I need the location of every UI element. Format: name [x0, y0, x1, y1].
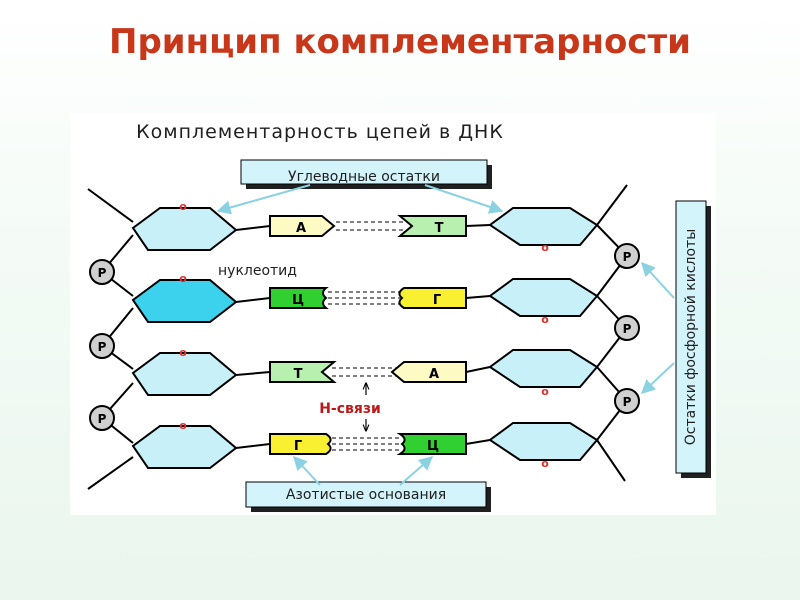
base-pair-4-left: Г	[294, 439, 302, 454]
phosphate-left-1-label: P	[98, 266, 107, 280]
base-pair-4: Г Ц	[269, 433, 467, 455]
base-pair-4-right: Ц	[427, 439, 439, 454]
base-pair-3-left: Т	[294, 367, 303, 382]
phosphate-right-1: P	[614, 243, 640, 269]
left-sugar-2-oxygen: o	[179, 272, 187, 285]
base-pair-1-left: А	[296, 221, 306, 236]
left-sugar-4-oxygen: o	[179, 419, 187, 432]
base-pair-2-left-block: Ц	[269, 287, 329, 309]
phosphate-right-1-label: P	[623, 250, 632, 264]
right-sugar-1	[488, 207, 599, 246]
bases-label-box: Азотистые основания	[245, 481, 491, 512]
sugars-label-box: Углеводные остатки	[240, 159, 492, 189]
dna-diagram-svg: Комплементарность цепей в ДНК	[87, 121, 711, 512]
phosphates-label-box: Остатки фосфорной кислоты	[675, 200, 711, 478]
phosphate-right-2: P	[614, 315, 640, 341]
glycosidic-bonds	[235, 224, 491, 449]
base-pair-1-right: Т	[435, 221, 444, 236]
phosphate-left-3: P	[89, 405, 115, 431]
phosphates-label: Остатки фосфорной кислоты	[683, 229, 699, 446]
left-sugar-3	[131, 352, 238, 396]
right-sugar-4-oxygen: o	[541, 457, 549, 470]
h-bonds-indicator: Н-связи	[319, 383, 381, 431]
base-pair-2-left: Ц	[292, 293, 304, 308]
base-pair-1-bonds	[336, 221, 404, 231]
left-sugar-1-oxygen: o	[179, 200, 187, 213]
right-sugar-4	[488, 422, 599, 461]
right-sugar-2	[488, 278, 599, 317]
right-sugar-1-oxygen: o	[541, 241, 549, 254]
phosphate-left-1: P	[89, 259, 115, 285]
base-pair-2: Ц Г	[269, 287, 467, 309]
right-sugar-2-oxygen: o	[541, 313, 549, 326]
diagram-heading: Комплементарность цепей в ДНК	[136, 121, 504, 143]
bases-label: Азотистые основания	[286, 487, 446, 503]
phosphate-groups: P P P P P P	[89, 243, 640, 431]
slide-title: Принцип комплементарности	[108, 22, 691, 62]
left-sugar-1	[131, 207, 238, 251]
base-pair-1-left-block: А	[269, 215, 336, 237]
sugars-label-arrows	[216, 184, 504, 215]
left-sugar-2	[131, 279, 238, 323]
base-pair-3-right-block: А	[390, 361, 467, 383]
base-pair-1: А Т	[269, 215, 467, 237]
base-pair-2-bonds	[328, 291, 400, 305]
dna-complementarity-diagram: Комплементарность цепей в ДНК	[70, 113, 716, 515]
phosphate-right-2-label: P	[623, 322, 632, 336]
nucleotide-label: нуклеотид	[218, 263, 297, 279]
base-pair-2-right: Г	[433, 293, 441, 308]
base-pair-3-bonds	[332, 367, 400, 377]
bases-label-arrows	[293, 455, 434, 486]
base-pair-4-bonds	[332, 437, 402, 451]
phosphate-right-3-label: P	[623, 395, 632, 409]
phosphate-left-3-label: P	[98, 412, 107, 426]
sugars-label: Углеводные остатки	[288, 169, 440, 185]
h-bonds-label: Н-связи	[319, 401, 381, 417]
base-pair-1-right-block: Т	[397, 215, 467, 237]
base-pair-3-left-block: Т	[269, 361, 337, 383]
right-sugar-3	[488, 349, 599, 388]
phosphate-right-3: P	[614, 388, 640, 414]
base-pair-4-right-block: Ц	[396, 433, 467, 455]
phosphate-left-2: P	[89, 333, 115, 359]
phosphate-left-2-label: P	[98, 340, 107, 354]
right-sugar-3-oxygen: o	[541, 385, 549, 398]
base-pair-4-left-block: Г	[269, 433, 332, 455]
phosphates-label-arrows	[640, 261, 675, 394]
left-sugar-3-oxygen: o	[179, 346, 187, 359]
base-pair-3: Т А	[269, 361, 467, 383]
left-sugar-4	[131, 425, 238, 469]
base-pair-2-right-block: Г	[398, 287, 467, 309]
base-pair-3-right: А	[429, 367, 439, 382]
